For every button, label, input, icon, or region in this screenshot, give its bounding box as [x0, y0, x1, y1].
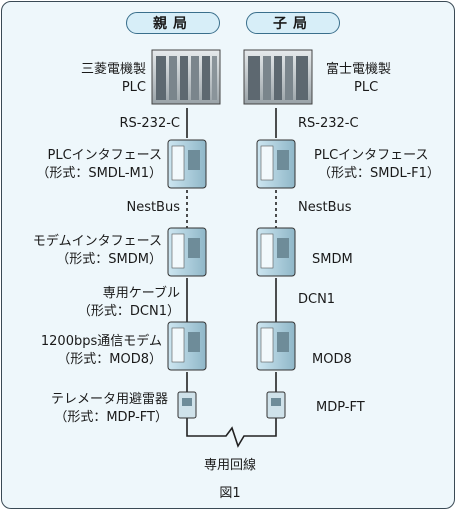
parent-modem-label: 1200bps通信モデム: [40, 334, 162, 349]
parent-interface-model: （形式：SMDL-M1）: [36, 166, 162, 181]
parent-arrester-label: テレメータ用避雷器: [50, 392, 168, 407]
dedicated-line-label: 専用回線: [203, 458, 256, 473]
parent-arrester-model: （形式：MDP-FT）: [54, 410, 168, 425]
parent-interface-label: PLCインタフェース: [47, 148, 162, 163]
child-plc-rack: [243, 49, 313, 105]
parent-rs232-label: RS-232-C: [119, 116, 180, 131]
parent-smdm-module: [167, 227, 207, 277]
parent-mod8-module: [167, 321, 207, 371]
parent-plc-rack: [151, 49, 221, 105]
child-plc-maker: 富士電機製: [326, 62, 392, 77]
dedicated-line: [186, 418, 277, 448]
child-arrester-label: MDP-FT: [316, 400, 365, 415]
parent-plc-maker: 三菱電機製: [80, 62, 146, 77]
parent-cable-label: 専用ケーブル: [102, 286, 180, 301]
child-interface-label: PLCインタフェース: [314, 148, 429, 163]
parent-nestbus-label: NestBus: [126, 200, 180, 215]
parent-smdl-module: [167, 139, 207, 189]
child-nestbus-label: NestBus: [298, 200, 352, 215]
child-dcn1-label: DCN1: [298, 292, 336, 307]
child-rs232-label: RS-232-C: [298, 116, 359, 131]
child-station-label: 子局: [246, 12, 340, 34]
child-smdm-label: SMDM: [312, 252, 353, 267]
figure-caption: 図1: [219, 486, 241, 501]
child-interface-model: （形式：SMDL-F1）: [318, 166, 440, 181]
parent-modem-model: （形式：MOD8）: [57, 352, 162, 367]
child-smdm-module: [256, 227, 296, 277]
parent-modem-if-model: （形式：SMDM）: [56, 252, 162, 267]
parent-plc-label: PLC: [121, 80, 146, 95]
parent-station-label: 親局: [126, 12, 220, 34]
child-mod8-module: [256, 321, 296, 371]
parent-modem-if-label: モデムインタフェース: [32, 234, 162, 249]
child-smdl-module: [256, 139, 296, 189]
child-arrester: [266, 391, 286, 419]
parent-arrester: [177, 391, 197, 419]
parent-cable-model: （形式：DCN1）: [77, 304, 180, 319]
child-mod8-label: MOD8: [312, 352, 352, 367]
child-plc-label: PLC: [354, 80, 379, 95]
